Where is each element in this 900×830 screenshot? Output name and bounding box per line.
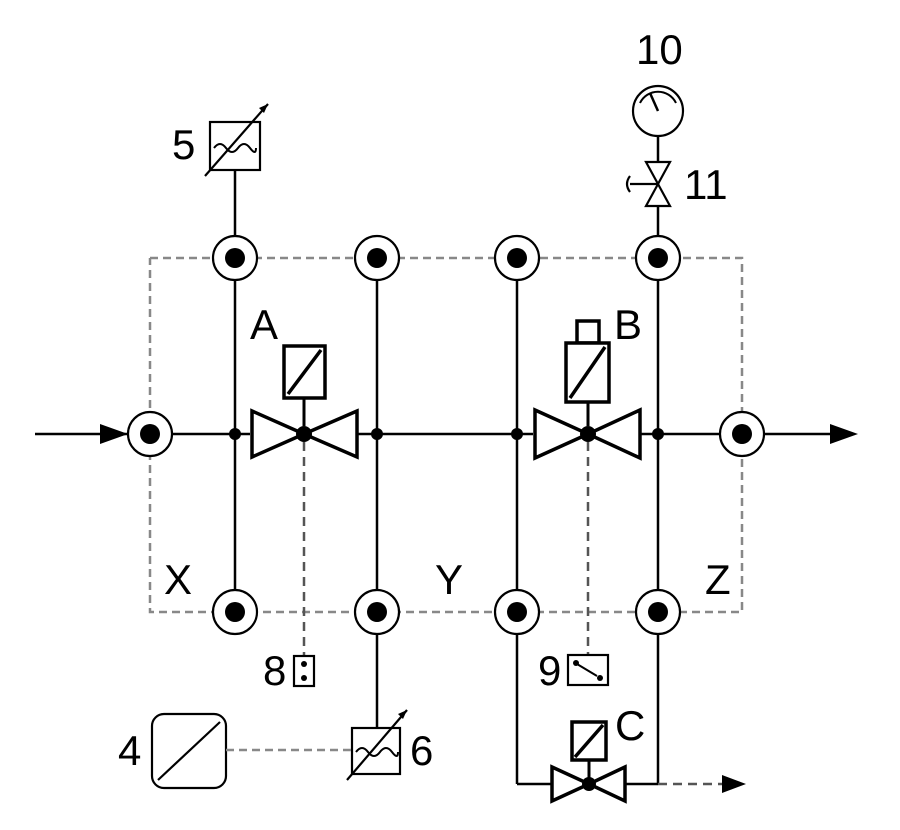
labels: A B C X Y Z 4 5 6 8 9 10 11 (118, 26, 731, 774)
label-chamber-x: X (164, 556, 192, 603)
pressure-gauge-10 (631, 84, 685, 162)
label-item-9: 9 (538, 647, 561, 694)
sensor-5 (204, 103, 269, 177)
switch-9 (566, 653, 610, 687)
label-item-6: 6 (410, 727, 433, 774)
label-chamber-y: Y (435, 556, 463, 603)
label-item-8: 8 (263, 647, 286, 694)
control-unit-4 (150, 712, 352, 790)
port-bottom-2 (353, 588, 401, 636)
ports (126, 234, 766, 636)
label-valve-c: C (615, 702, 645, 749)
label-item-11: 11 (684, 161, 728, 208)
manual-valve-11 (625, 160, 672, 208)
label-chamber-z: Z (705, 556, 731, 603)
main-flow-line (35, 424, 858, 444)
label-item-5: 5 (172, 121, 195, 168)
valve-b (533, 319, 642, 655)
port-bottom-4 (634, 588, 682, 636)
port-bottom-3 (493, 588, 541, 636)
port-inlet (126, 410, 174, 458)
label-valve-b: B (614, 301, 642, 348)
sensor-6 (346, 709, 408, 781)
junction-dots (229, 428, 664, 440)
port-bottom-1 (211, 588, 259, 636)
valve-a (250, 344, 359, 655)
port-top-4 (634, 234, 682, 282)
outlet-c-line (658, 775, 746, 793)
housing-outline (148, 256, 744, 614)
port-outlet (718, 410, 766, 458)
port-top-2 (353, 234, 401, 282)
vertical-pipes (233, 170, 660, 786)
indicator-8 (292, 654, 316, 688)
port-top-3 (493, 234, 541, 282)
label-item-10: 10 (636, 26, 683, 73)
label-item-4: 4 (118, 727, 141, 774)
label-valve-a: A (250, 301, 278, 348)
port-top-1 (211, 234, 259, 282)
valve-c (550, 720, 627, 804)
